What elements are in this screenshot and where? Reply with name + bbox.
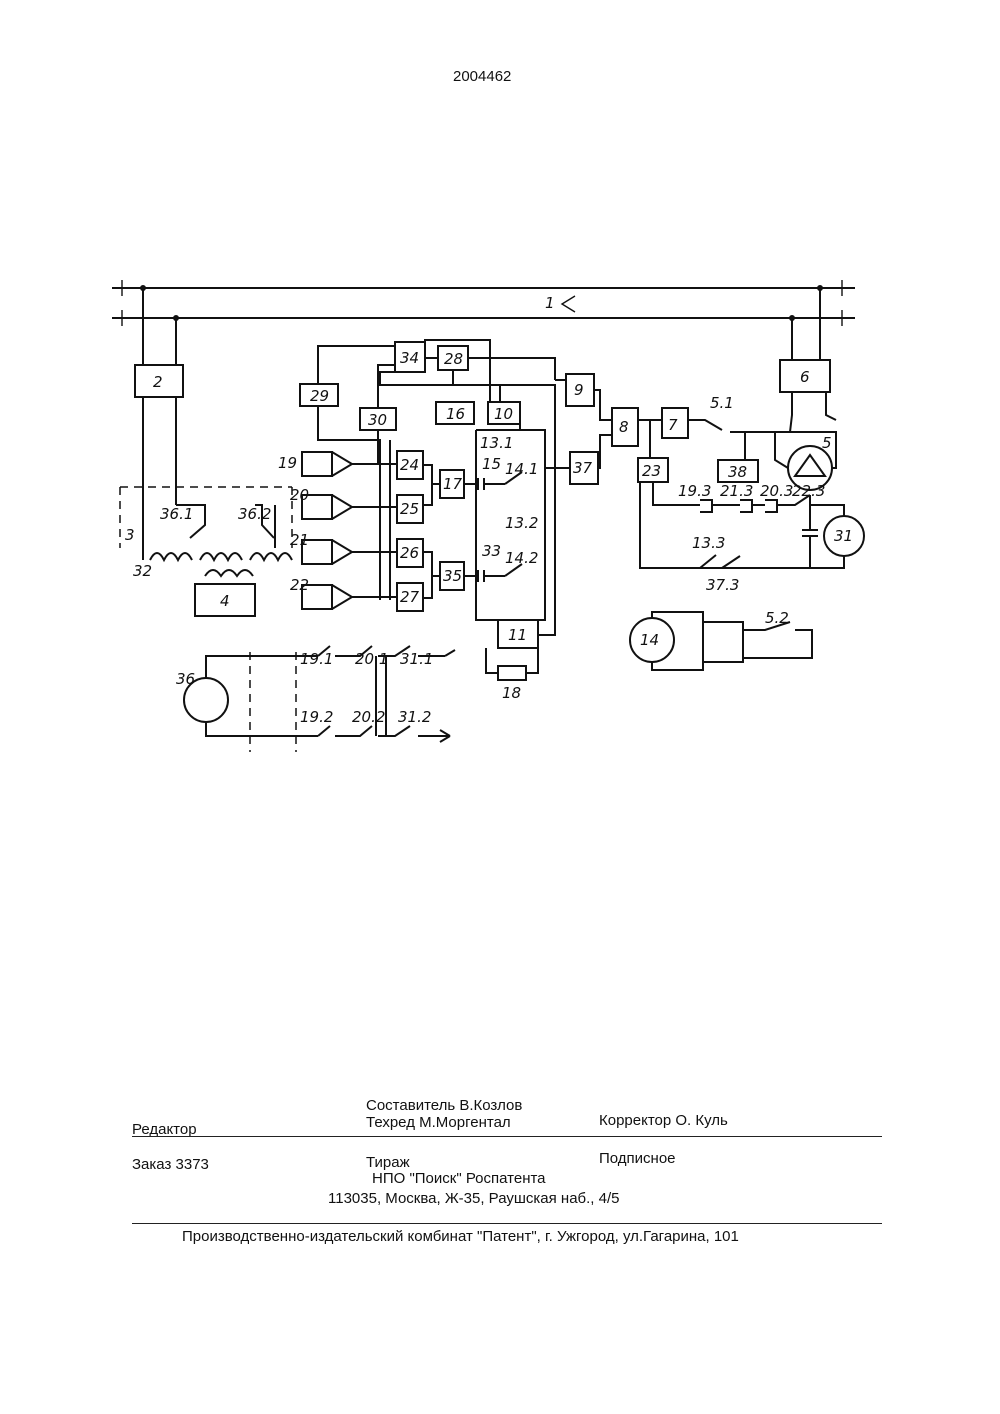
contact-20-1-label: 20.1: [355, 650, 388, 668]
block-17: [498, 666, 526, 680]
contact-14-2-label: 14.2: [505, 549, 538, 567]
block-8-label: 8: [619, 418, 629, 436]
power-bus: 1: [112, 280, 855, 326]
block-18-label: 23: [642, 462, 661, 480]
contact-13-2-label: 13.2: [505, 514, 538, 532]
machine-14-label: 14: [640, 631, 659, 649]
block-27-label: 28: [444, 350, 463, 368]
block-29-label: 30: [368, 411, 387, 429]
machine-36-label: 36: [176, 670, 195, 688]
techred-line: Техред М.Моргентал: [366, 1114, 511, 1131]
contact-19-3-label: 19.3: [678, 482, 711, 500]
subscription-label: Подписное: [599, 1150, 676, 1167]
order-line: Заказ 3373: [132, 1156, 209, 1173]
tirazh-label: Тираж: [366, 1154, 410, 1171]
block-37-label: 38: [728, 463, 747, 481]
block-7-label: 7: [668, 416, 678, 434]
block-30-label: 34: [400, 349, 419, 367]
block-10-label: 10: [494, 405, 513, 423]
contact-37-3-label: 37.3: [706, 576, 739, 594]
block-3-label: 3: [125, 526, 135, 544]
contact-31-1-label: 31.1: [400, 650, 433, 668]
block-24-label: 25: [400, 500, 419, 518]
compiler-line: Составитель В.Козлов: [366, 1097, 522, 1114]
sensor-21-label: 21: [290, 531, 309, 549]
contact-31-2-label: 31.2: [398, 708, 431, 726]
contact-36-2-label: 36.2: [238, 505, 271, 523]
imprint-rule-bottom: [132, 1223, 882, 1224]
contact-5-2-label: 5.2: [765, 609, 789, 627]
block-25-label: 26: [400, 544, 419, 562]
contact-19-1-label: 19.1: [300, 650, 333, 668]
block-35-label: 37: [573, 459, 593, 477]
publisher-line: Производственно-издательский комбинат "П…: [182, 1228, 739, 1245]
block-12-label: 16: [446, 405, 465, 423]
contact-13-3-label: 13.3: [692, 534, 725, 552]
imprint-rule-top: [132, 1136, 882, 1137]
contact-21-3-label: 21.3: [720, 482, 753, 500]
sensors: 19 20 21 22: [278, 452, 352, 609]
block-28-label: 29: [310, 387, 329, 405]
address-line: 113035, Москва, Ж-35, Раушская наб., 4/5: [328, 1190, 620, 1207]
block-2-label: 2: [153, 373, 163, 391]
contact-20-2-label: 20.2: [352, 708, 385, 726]
block-6-label: 6: [800, 368, 810, 386]
block-26-label: 27: [400, 588, 420, 606]
npo-line: НПО "Поиск" Роспатента: [372, 1170, 546, 1187]
sensor-20-label: 20: [290, 486, 309, 504]
capacitor-33-label: 33: [482, 542, 501, 560]
contact-19-2-label: 19.2: [300, 708, 333, 726]
block-16-label: 17: [443, 475, 463, 493]
contact-5-1-label: 5.1: [710, 394, 734, 412]
block-11-label: 11: [508, 626, 527, 644]
capacitor-15-label: 15: [482, 455, 501, 473]
block-17-label: 18: [502, 684, 521, 702]
sensor-19-label: 19: [278, 454, 297, 472]
transformer-32-label: 32: [133, 562, 152, 580]
block-23-label: 24: [400, 456, 419, 474]
block-34-label: 35: [443, 567, 462, 585]
contact-13-1-label: 13.1: [480, 434, 513, 452]
block-38: [703, 622, 743, 662]
machine-5-label: 5: [822, 434, 832, 452]
block-9-label: 9: [574, 381, 584, 399]
contact-20-3-label: 20.3: [760, 482, 793, 500]
contact-14-1-label: 14.1: [505, 460, 538, 478]
block-4-label: 4: [220, 592, 230, 610]
contact-36-1-label: 36.1: [160, 505, 193, 523]
contact-22-3-label: 22.3: [792, 482, 825, 500]
bus-label: 1: [545, 294, 555, 312]
corrector-line: Корректор О. Куль: [599, 1112, 728, 1129]
machine-31-label: 31: [834, 527, 853, 545]
sensor-22-label: 22: [290, 576, 309, 594]
